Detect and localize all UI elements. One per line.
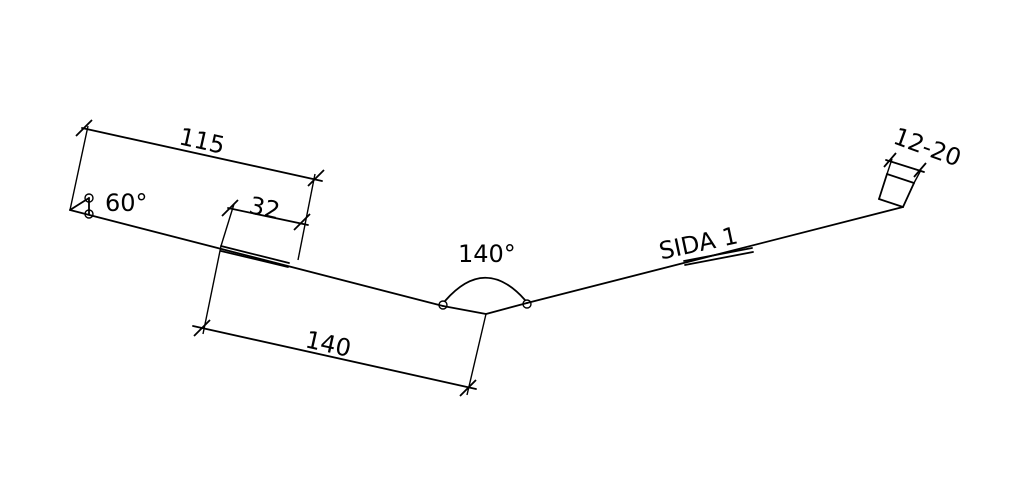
end-dim-tick-right [913,162,927,178]
end-box-right [902,182,915,208]
dim-115-line [81,127,323,182]
dim-115-tick-right [307,169,325,187]
profile-bend-right [485,302,528,315]
dim-32-tick-left [221,199,239,217]
end-box-top [886,173,915,184]
end-dim-line [885,159,925,173]
dim-140-tick-left [193,319,211,337]
dim-140-extension-right [466,313,487,396]
bend-markers [84,193,532,310]
side-marker [683,247,754,266]
end-dim-tick-left [883,152,897,168]
label-dim-32: 32 [247,191,283,225]
dim-115-tick-left [75,119,93,137]
dim-140-line [192,325,477,390]
bend-marker-hem-top [84,193,94,203]
bend-marker-right [522,299,532,309]
dim-32-marker-upper [220,245,290,264]
label-angle-60: 60° [105,189,148,217]
end-detail [878,152,927,208]
profile-left-segment [69,209,444,307]
end-dim-extension-right [913,169,922,184]
dim-32-extension-left [220,203,235,247]
dim-32-tick-right [293,213,311,231]
dim-115-extension-left [69,125,89,211]
profile-bend-left [442,305,487,315]
angle-arc-140 [444,276,526,302]
dim-140-extension-left [202,245,222,335]
label-dim-140: 140 [303,326,354,363]
dim-140-tick-right [459,379,477,397]
label-angle-140: 140° [458,240,516,268]
dim-32-marker-lower [220,250,289,268]
bend-marker-left [438,300,448,310]
dimension-140 [192,245,487,397]
end-box-left [878,173,888,200]
side-marker-lower [684,251,754,266]
dim-32-line [227,207,309,226]
dimension-32 [220,199,311,268]
bend-marker-hem-bottom [84,209,94,219]
label-dim-115: 115 [177,122,228,159]
end-box-bottom [878,198,904,208]
side-marker-upper [683,247,753,262]
